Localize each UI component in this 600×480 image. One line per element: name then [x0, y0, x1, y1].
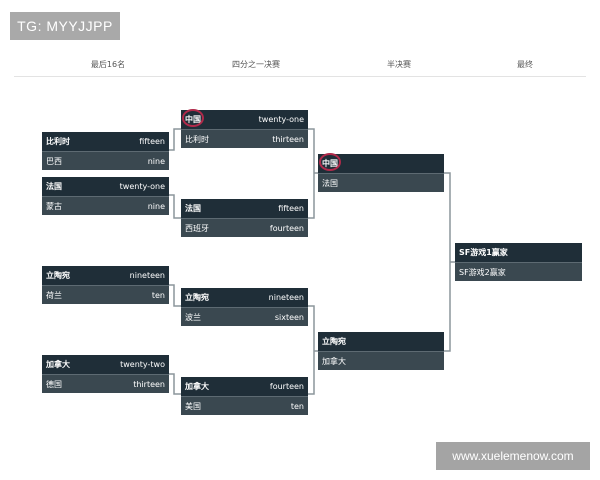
team-row[interactable]: SF游戏1赢家 — [455, 243, 582, 262]
team-row[interactable]: 加拿大 — [318, 351, 444, 370]
team-row[interactable]: 美国 ten — [181, 396, 308, 415]
team-row[interactable]: 加拿大 fourteen — [181, 377, 308, 396]
team-row[interactable]: 法国 — [318, 173, 444, 192]
team-row[interactable]: 波兰 sixteen — [181, 307, 308, 326]
team-row[interactable]: 立陶宛 nineteen — [42, 266, 169, 285]
team-name: 法国 — [185, 204, 201, 213]
team-row[interactable]: 法国 twenty-one — [42, 177, 169, 196]
team-name: 德国 — [46, 380, 62, 389]
team-row[interactable]: 立陶宛 — [318, 332, 444, 351]
team-score: nine — [147, 157, 165, 166]
team-name: 法国 — [322, 179, 338, 188]
team-score: nine — [147, 202, 165, 211]
watermark-top-badge: TG: MYYJJPP — [10, 12, 120, 40]
team-score: twenty-one — [258, 115, 304, 124]
team-name: 立陶宛 — [322, 337, 346, 346]
team-row[interactable]: 蒙古 nine — [42, 196, 169, 215]
team-row[interactable]: 法国 fifteen — [181, 199, 308, 218]
team-row[interactable]: 德国 thirteen — [42, 374, 169, 393]
team-name: 法国 — [46, 182, 62, 191]
team-score: fourteen — [269, 224, 304, 233]
team-score: nineteen — [129, 271, 165, 280]
highlight-circle — [319, 153, 341, 171]
team-row[interactable]: 比利时 fifteen — [42, 132, 169, 151]
team-name: 比利时 — [46, 137, 70, 146]
team-row[interactable]: 西班牙 fourteen — [181, 218, 308, 237]
header-divider — [14, 76, 586, 77]
team-name: 波兰 — [185, 313, 201, 322]
round-label-quarterfinal: 四分之一决赛 — [232, 60, 280, 69]
team-name: 西班牙 — [185, 224, 209, 233]
team-score: sixteen — [274, 313, 304, 322]
team-score: fifteen — [139, 137, 165, 146]
round-label-final: 最终 — [517, 60, 533, 69]
team-name: 立陶宛 — [46, 271, 70, 280]
team-name: 比利时 — [185, 135, 209, 144]
team-score: thirteen — [272, 135, 304, 144]
team-score: ten — [151, 291, 165, 300]
team-row[interactable]: 荷兰 ten — [42, 285, 169, 304]
watermark-bottom-badge: www.xuelemenow.com — [436, 442, 590, 470]
team-row[interactable]: 巴西 nine — [42, 151, 169, 170]
team-score: fourteen — [269, 382, 304, 391]
team-name: 加拿大 — [322, 357, 346, 366]
team-name: 蒙古 — [46, 202, 62, 211]
team-name: 立陶宛 — [185, 293, 209, 302]
team-score: fifteen — [278, 204, 304, 213]
team-row[interactable]: 比利时 thirteen — [181, 129, 308, 148]
team-name: SF游戏1赢家 — [459, 248, 508, 257]
team-score: ten — [290, 402, 304, 411]
team-name: 美国 — [185, 402, 201, 411]
team-row[interactable]: SF游戏2赢家 — [455, 262, 582, 281]
team-name: 加拿大 — [46, 360, 70, 369]
team-name: SF游戏2赢家 — [459, 268, 506, 277]
team-score: nineteen — [268, 293, 304, 302]
team-score: twenty-one — [119, 182, 165, 191]
round-label-semifinal: 半决赛 — [387, 60, 411, 69]
team-score: thirteen — [133, 380, 165, 389]
highlight-circle — [182, 109, 204, 127]
team-score: twenty-two — [120, 360, 165, 369]
team-row[interactable]: 立陶宛 nineteen — [181, 288, 308, 307]
team-name: 荷兰 — [46, 291, 62, 300]
round-label-16: 最后16名 — [90, 60, 126, 69]
team-name: 巴西 — [46, 157, 62, 166]
team-name: 加拿大 — [185, 382, 209, 391]
team-row[interactable]: 加拿大 twenty-two — [42, 355, 169, 374]
